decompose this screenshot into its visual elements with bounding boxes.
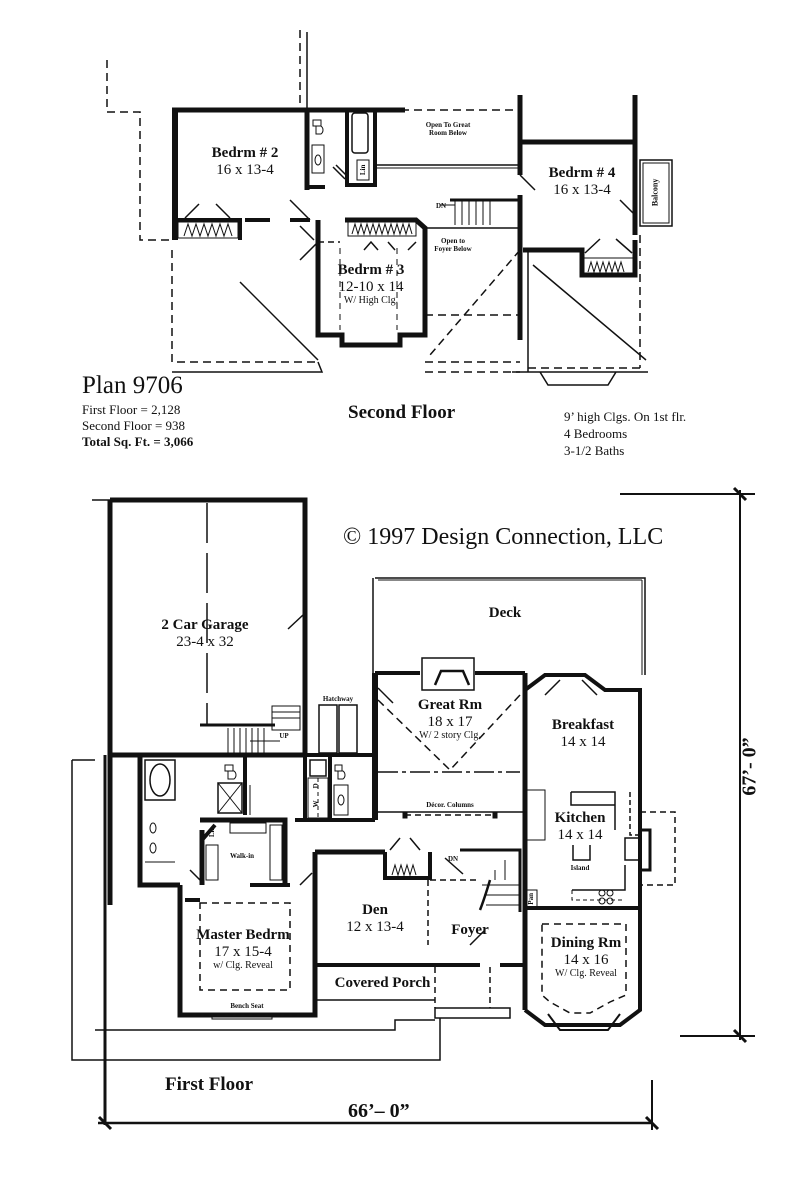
room-name: Bedrm # 3	[337, 262, 405, 278]
room-covered-porch: Covered Porch	[325, 975, 440, 992]
island-label: Island	[570, 864, 590, 872]
room-name: Bedrm # 4	[548, 165, 616, 181]
room-dimensions: 23-4 x 32	[176, 633, 234, 650]
walk-in-label: Walk-in	[229, 852, 255, 860]
depth-dimension: 67’- 0”	[738, 737, 761, 796]
room-great-room: Great Rm 18 x 17 W/ 2 story Clg.	[400, 697, 500, 741]
room-note: w/ Clg. Reveal	[213, 960, 273, 971]
first-floor-sqft: First Floor = 2,128	[82, 402, 181, 417]
room-breakfast: Breakfast 14 x 14	[538, 717, 628, 750]
plan-title: Plan 9706	[82, 372, 183, 399]
room-foyer: Foyer	[440, 922, 500, 939]
room-kitchen: Kitchen 14 x 14	[545, 810, 615, 843]
hatchway-label: Hatchway	[322, 695, 354, 703]
room-name: Breakfast	[551, 717, 615, 733]
room-note: W/ High Clg.	[343, 295, 399, 306]
copyright-notice: © 1997 Design Connection, LLC	[343, 524, 664, 550]
room-name: Foyer	[451, 922, 489, 938]
room-bedroom-3: Bedrm # 3 12-10 x 14 W/ High Clg.	[320, 262, 422, 306]
room-dimensions: 12-10 x 14	[338, 278, 404, 295]
plan-features: 9’ high Clgs. On 1st flr. 4 Bedrooms 3-1…	[564, 408, 686, 459]
room-name: Den	[362, 902, 388, 918]
room-name: Covered Porch	[334, 975, 431, 991]
linen-label: Lin	[359, 164, 368, 176]
width-dimension: 66’– 0”	[348, 1100, 410, 1122]
second-floor-sqft: Second Floor = 938	[82, 418, 186, 433]
room-dimensions: 17 x 15-4	[214, 943, 272, 960]
room-name: Master Bedrm	[196, 927, 290, 943]
room-name: Bedrm # 2	[211, 145, 279, 161]
room-dimensions: 14 x 14	[560, 733, 606, 750]
room-note: W/ 2 story Clg.	[419, 730, 481, 741]
room-note: W/ Clg. Reveal	[555, 968, 617, 979]
feature-bedrooms: 4 Bedrooms	[564, 426, 628, 441]
linen-label: Lin	[208, 826, 217, 838]
first-floor-title: First Floor	[165, 1074, 254, 1095]
first-floor-plan	[71, 486, 755, 1131]
dryer-label: D	[312, 783, 321, 789]
room-den: Den 12 x 13-4	[335, 902, 415, 935]
room-name: Deck	[488, 605, 522, 621]
washer-label: W	[312, 800, 321, 808]
open-to-foyer-note: Open to Foyer Below	[434, 237, 472, 253]
plan-stats: First Floor = 2,128 Second Floor = 938 T…	[82, 402, 193, 450]
room-dimensions: 14 x 14	[557, 826, 603, 843]
stairs-down-label: DN	[435, 202, 447, 210]
room-dining: Dining Rm 14 x 16 W/ Clg. Reveal	[536, 935, 636, 979]
room-bedroom-4: Bedrm # 4 16 x 13-4	[532, 165, 632, 198]
feature-ceilings: 9’ high Clgs. On 1st flr.	[564, 409, 687, 424]
stairs-down-label: DN	[447, 855, 459, 863]
decor-columns-label: Décor. Columns	[426, 801, 474, 809]
room-dimensions: 16 x 13-4	[216, 161, 274, 178]
room-name: Great Rm	[417, 697, 483, 713]
pantry-label: Pan	[527, 893, 536, 905]
room-dimensions: 18 x 17	[427, 713, 473, 730]
second-floor-plan	[106, 30, 673, 386]
total-sqft: Total Sq. Ft. = 3,066	[82, 434, 194, 449]
feature-baths: 3-1/2 Baths	[564, 443, 625, 458]
room-name: Dining Rm	[550, 935, 622, 951]
room-bedroom-2: Bedrm # 2 16 x 13-4	[195, 145, 295, 178]
stairs-up-label: UP	[279, 732, 289, 740]
room-dimensions: 12 x 13-4	[346, 918, 404, 935]
room-garage: 2 Car Garage 23-4 x 32	[150, 617, 260, 650]
room-master-bedroom: Master Bedrm 17 x 15-4 w/ Clg. Reveal	[188, 927, 298, 971]
room-name: 2 Car Garage	[161, 617, 249, 633]
balcony-label: Balcony	[650, 178, 660, 207]
room-dimensions: 16 x 13-4	[553, 181, 611, 198]
room-name: Kitchen	[554, 810, 606, 826]
room-dimensions: 14 x 16	[563, 951, 609, 968]
second-floor-title: Second Floor	[348, 402, 456, 423]
room-deck: Deck	[475, 605, 535, 622]
open-to-great-room-note: Open To Great Room Below	[425, 121, 471, 137]
bench-seat-label: Bench Seat	[230, 1002, 264, 1010]
